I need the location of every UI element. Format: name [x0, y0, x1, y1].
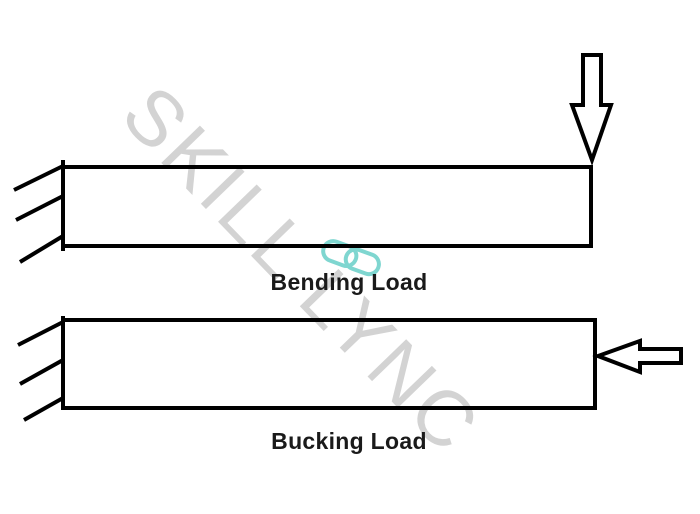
buckling-beam [61, 318, 597, 410]
bending-diagram [13, 53, 614, 264]
down-arrow-icon [569, 53, 614, 166]
buckling-diagram [17, 316, 683, 422]
left-arrow-icon [592, 338, 683, 375]
bending-load-label: Bending Load [271, 269, 428, 295]
buckling-wall-hatching [17, 320, 64, 422]
bending-beam [61, 165, 593, 248]
buckling-load-label: Bucking Load [271, 428, 427, 454]
bending-wall-hatching [13, 164, 65, 264]
